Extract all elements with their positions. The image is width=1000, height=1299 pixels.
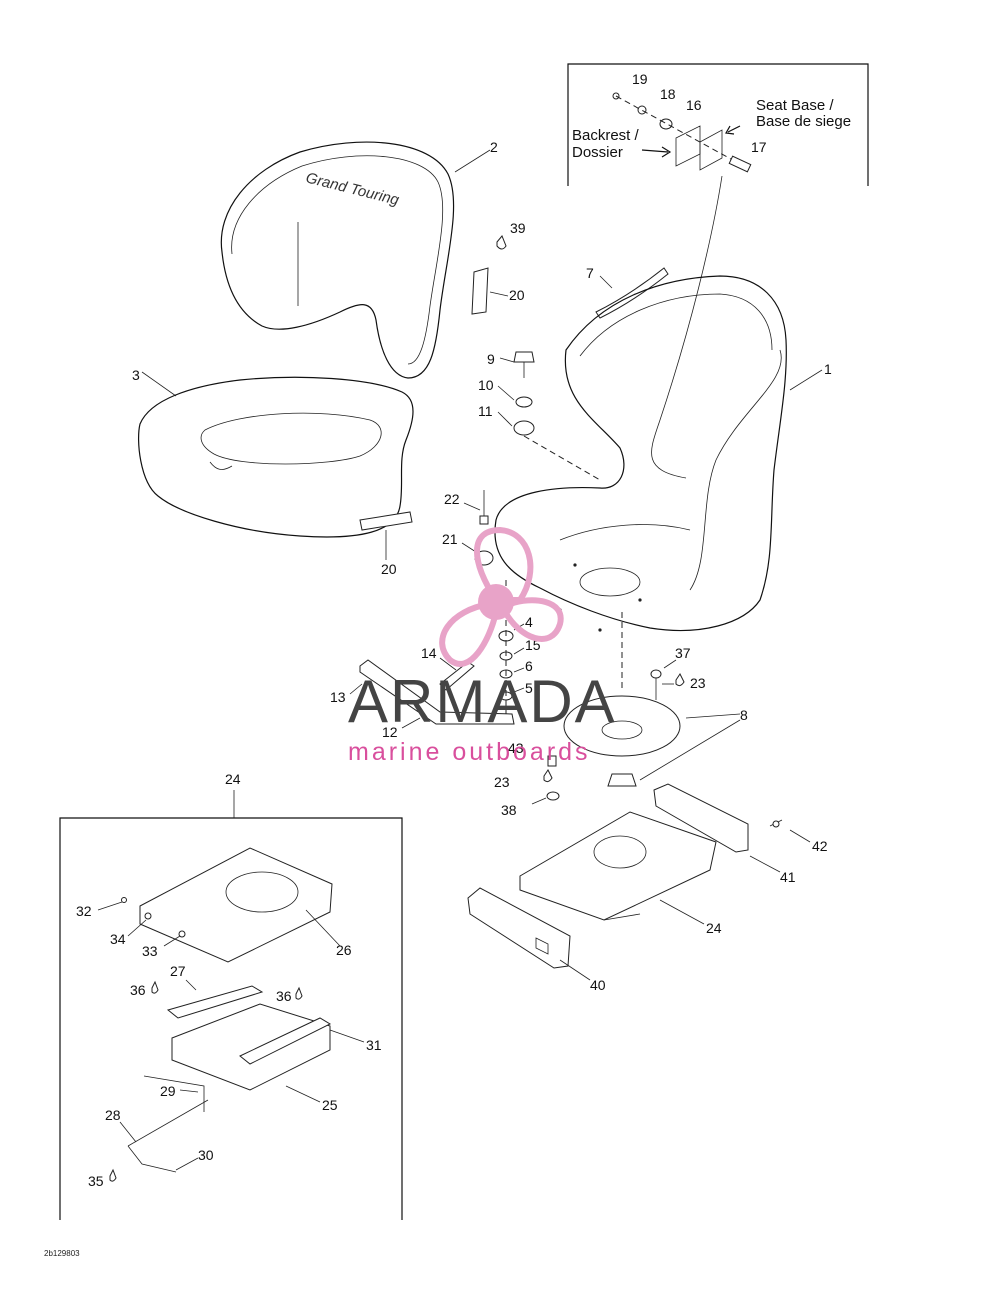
slide-subassembly: 24 26 32 34 33 27 31 25 36 36	[59, 771, 403, 1220]
callout-2: 2	[490, 139, 498, 155]
sub-callout-32: 32	[76, 903, 92, 919]
seat-base-label-fr: Base de siege	[756, 113, 851, 130]
callout-14: 14	[421, 645, 437, 661]
backrest-label: Backrest /	[572, 127, 640, 144]
watermark-subtitle: marine outboards	[348, 738, 591, 766]
callout-1: 1	[824, 361, 832, 377]
subassembly-header: 24	[225, 771, 241, 787]
label-strip-upper: 20 39	[471, 220, 526, 315]
backrest-cushion: Grand Touring 2	[220, 139, 498, 379]
sub-callout-28: 28	[105, 1107, 121, 1123]
watermark: ARMADA marine outboards	[348, 526, 617, 766]
callout-37: 37	[675, 645, 691, 661]
sub-callout-33: 33	[142, 943, 158, 959]
callout-13: 13	[330, 689, 346, 705]
callout-22: 22	[444, 491, 460, 507]
swivel-lever: 14 13 12	[330, 645, 515, 740]
callout-3: 3	[132, 367, 140, 383]
callout-10: 10	[478, 377, 494, 393]
callout-20-lower: 20	[381, 561, 397, 577]
callout-4: 4	[525, 614, 533, 630]
sub-callout-34: 34	[110, 931, 126, 947]
callout-8: 8	[740, 707, 748, 723]
swivel-plate: 8 37 23	[563, 612, 748, 787]
callout-41: 41	[780, 869, 796, 885]
stud-and-nut: 22 21	[442, 490, 494, 566]
callout-39: 39	[510, 220, 526, 236]
callout-23-left: 23	[494, 774, 510, 790]
propeller-logo	[439, 526, 564, 667]
sub-callout-36-left: 36	[130, 982, 146, 998]
inset-callout-17: 17	[751, 139, 767, 155]
sub-callout-35: 35	[88, 1173, 104, 1189]
figure-code: 2b129803	[44, 1249, 80, 1258]
backrest-label-fr: Dossier	[572, 144, 623, 161]
callout-7: 7	[586, 265, 594, 281]
callout-21: 21	[442, 531, 458, 547]
seat-base-label: Seat Base /	[756, 97, 834, 114]
sub-callout-26: 26	[336, 942, 352, 958]
inset-callout-16: 16	[686, 97, 702, 113]
seat-shell: 1	[494, 275, 832, 632]
seat-cushion: 3 20	[132, 367, 414, 577]
trim-strip: 7	[586, 265, 669, 319]
callout-40: 40	[590, 977, 606, 993]
watermark-title: ARMADA	[348, 668, 617, 735]
callout-6: 6	[525, 658, 533, 674]
slide-base-assembly: 42 41 24 40	[467, 783, 828, 993]
sub-callout-25: 25	[322, 1097, 338, 1113]
inset-callout-18: 18	[660, 86, 676, 102]
callout-43: 43	[508, 740, 524, 756]
callout-38: 38	[501, 802, 517, 818]
callout-9: 9	[487, 351, 495, 367]
callout-20-upper: 20	[509, 287, 525, 303]
callout-42: 42	[812, 838, 828, 854]
sub-callout-36-right: 36	[276, 988, 292, 1004]
sub-callout-27: 27	[170, 963, 186, 979]
inset-callout-19: 19	[632, 71, 648, 87]
callout-12: 12	[382, 724, 398, 740]
sub-callout-31: 31	[366, 1037, 382, 1053]
sub-callout-30: 30	[198, 1147, 214, 1163]
callout-5: 5	[525, 680, 533, 696]
callout-23-right: 23	[690, 675, 706, 691]
callout-24-right: 24	[706, 920, 722, 936]
sub-callout-29: 29	[160, 1083, 176, 1099]
bolt-stack: 9 10 11	[478, 351, 601, 481]
mount-hardware: 43 23 38	[494, 740, 560, 818]
callout-11: 11	[478, 403, 493, 419]
swivel-hardware: 4 15 6 5	[498, 580, 541, 720]
seat-logo: Grand Touring	[304, 169, 401, 209]
hardware-inset: 19 18 16 17 Backrest / Dossier Seat Base…	[567, 63, 869, 479]
